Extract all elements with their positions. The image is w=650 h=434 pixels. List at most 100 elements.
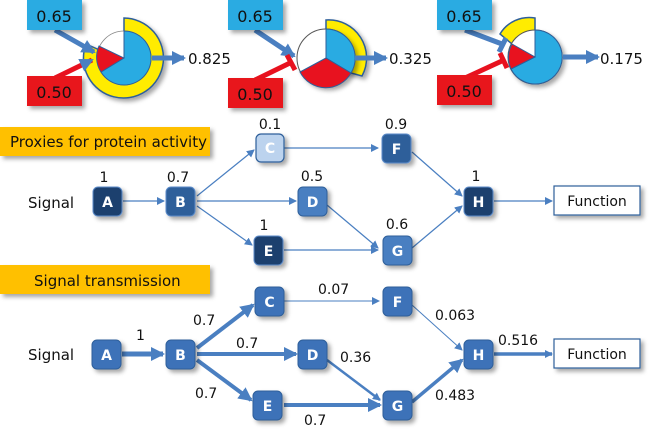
function-box: Function: [553, 338, 641, 369]
banner: [0, 127, 210, 156]
node-G: G: [382, 390, 413, 421]
banner-text: Proxies for protein activity: [10, 133, 207, 151]
node-C-value: 0.1: [259, 117, 281, 133]
inhibitor-slice: [96, 45, 126, 73]
logic-gate-1: 0.65 0.50 0.825: [27, 0, 231, 106]
node-E: E: [252, 390, 283, 421]
logic-gate-2: 0.65 0.50 0.325: [228, 0, 432, 108]
node-D-label: D: [307, 195, 319, 211]
activator-slice: [510, 29, 563, 85]
node-A-value: 1: [100, 170, 109, 186]
function-label: Function: [567, 347, 627, 363]
logic-gate-3: 0.65 0.50 0.175: [437, 0, 643, 105]
node-G: G 0.6: [382, 217, 413, 266]
edge-B-C: [195, 303, 255, 350]
node-E-label: E: [263, 399, 273, 415]
node-D: D 0.5: [297, 169, 328, 217]
node-B-value: 0.7: [167, 170, 189, 186]
node-H-label: H: [473, 195, 485, 211]
activator-box: [228, 0, 283, 30]
edge-label-B-E: 0.7: [195, 386, 217, 402]
edge-F-H: [411, 304, 463, 351]
function-box: Function: [553, 185, 641, 216]
node-F-label: F: [392, 142, 402, 158]
inhibitor-box: [27, 76, 82, 106]
node-A: A: [91, 339, 122, 370]
edge-F-H: [411, 151, 463, 197]
banner-text: Signal transmission: [34, 272, 181, 290]
activator-arrow: [464, 27, 503, 47]
node-H-label: H: [473, 348, 485, 364]
inhibitor-bar: [284, 53, 298, 72]
edges: [122, 297, 553, 412]
inhibitor-box: [228, 78, 283, 108]
output-value: 0.175: [600, 50, 643, 68]
activator-box: [27, 0, 82, 30]
edge-label-B-C: 0.7: [193, 313, 215, 329]
node-C: C: [254, 286, 285, 317]
edge-label-B-D: 0.7: [236, 336, 258, 352]
node-G-label: G: [392, 244, 404, 260]
node-E: E 1: [253, 218, 284, 266]
node-E-label: E: [264, 244, 274, 260]
edges: [123, 144, 553, 254]
signal-label: Signal: [28, 346, 74, 364]
edge-B-C: [196, 149, 255, 197]
inhibitor-value: 0.50: [36, 83, 72, 102]
activator-value: 0.65: [237, 7, 273, 26]
node-A-label: A: [101, 348, 112, 364]
banner: [0, 265, 210, 294]
node-D-label: D: [307, 348, 319, 364]
inhibitor-value: 0.50: [237, 85, 273, 104]
node-A-label: A: [102, 195, 113, 211]
node-D: D: [297, 339, 328, 370]
activator-box: [437, 0, 492, 30]
signal-label: Signal: [28, 194, 74, 212]
function-label: Function: [567, 194, 627, 210]
node-F-value: 0.9: [385, 117, 407, 133]
node-G-label: G: [392, 399, 404, 415]
node-F: F 0.9: [381, 117, 412, 164]
edge-G-H: [410, 358, 464, 404]
activator-arrow: [53, 27, 96, 55]
edge-D-G: [326, 204, 379, 249]
node-C-label: C: [265, 141, 275, 157]
inhibitor-slice: [299, 57, 352, 89]
activator-bar: [496, 36, 509, 54]
inhibitor-arrow: [253, 59, 294, 83]
edge-G-H: [411, 205, 463, 249]
node-B: B: [165, 339, 196, 370]
inhibitor-box: [437, 75, 492, 105]
edge-label-F-H: 0.063: [435, 308, 475, 324]
node-F: F: [382, 286, 413, 317]
activator-arrow: [253, 27, 296, 59]
activator-value: 0.65: [446, 7, 482, 26]
node-C-label: C: [264, 295, 274, 311]
inhibitor-arrow: [53, 57, 94, 81]
node-B-label: B: [175, 348, 186, 364]
panel-protein-activity: Proxies for protein activity Signal A 1 …: [0, 117, 641, 266]
activator-slice: [100, 30, 152, 86]
node-G-value: 0.6: [386, 217, 408, 233]
node-H: H: [463, 339, 494, 370]
edge-label-D-G: 0.36: [340, 350, 371, 366]
edge-D-G: [326, 359, 381, 401]
node-H: H 1: [463, 169, 494, 217]
node-B: B 0.7: [165, 170, 196, 217]
inhibitor-value: 0.50: [446, 82, 482, 101]
activator-value: 0.65: [36, 7, 72, 26]
node-E-value: 1: [260, 218, 269, 234]
node-C: C 0.1: [255, 117, 285, 163]
edge-B-E: [196, 205, 253, 246]
output-value: 0.325: [389, 50, 432, 68]
edge-label-E-G: 0.7: [304, 413, 326, 429]
inhibitor-slice: [507, 43, 537, 70]
edge-label-H-Function: 0.516: [498, 333, 538, 349]
output-value: 0.825: [188, 50, 231, 68]
edge-B-E: [195, 358, 253, 402]
node-A: A 1: [92, 170, 123, 217]
edge-label-A-B: 1: [136, 328, 145, 344]
node-B-label: B: [175, 195, 186, 211]
panel-signal-transmission: Signal transmission 1 0.7 0.7 0.7 0.07 0…: [0, 265, 641, 429]
